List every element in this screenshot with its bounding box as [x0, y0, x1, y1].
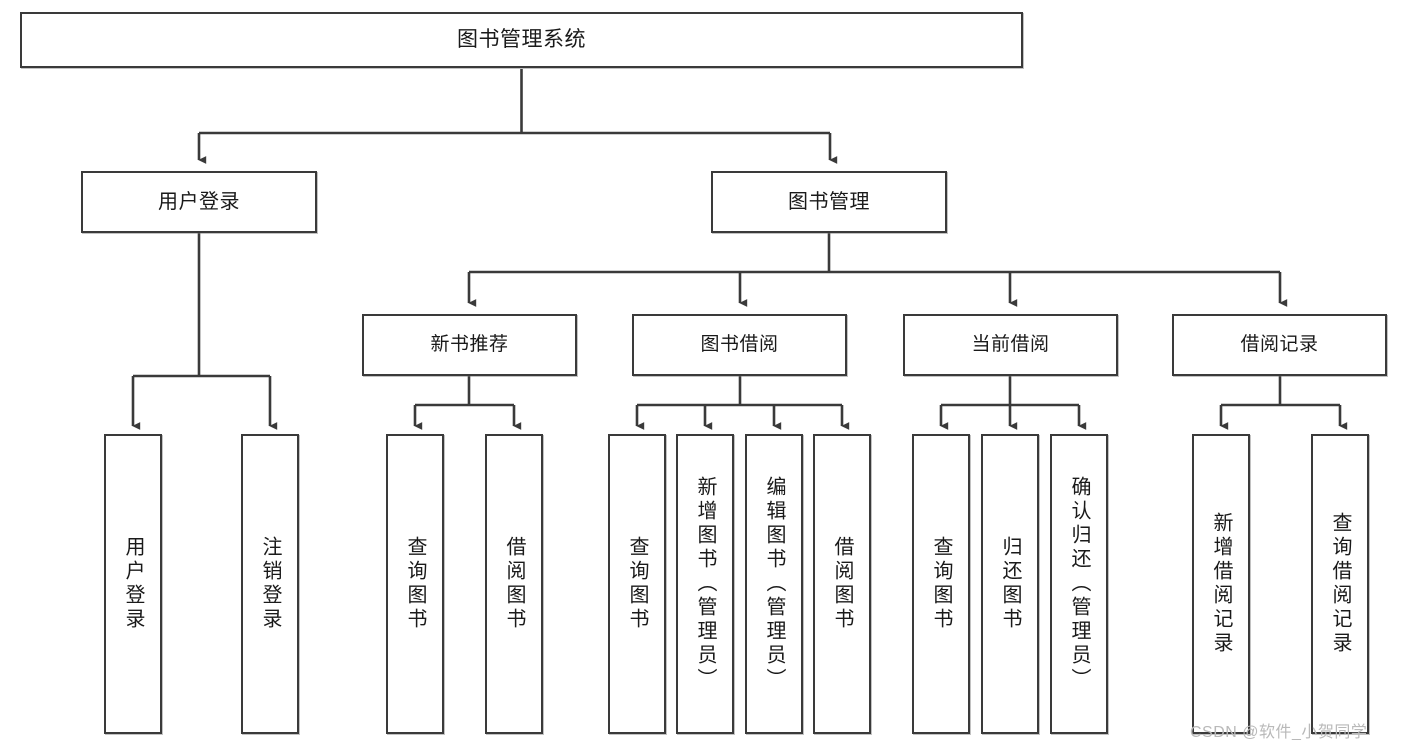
node-label: 查询借阅记录: [1329, 512, 1351, 656]
node-label: 新增借阅记录: [1210, 512, 1232, 656]
node-label: 查询图书: [404, 536, 426, 632]
node-label: 借阅图书: [503, 536, 525, 632]
node-leaf-query-book-borrow[interactable]: 查询图书: [608, 434, 666, 734]
node-leaf-return-book[interactable]: 归还图书: [981, 434, 1039, 734]
node-leaf-query-book-current[interactable]: 查询图书: [912, 434, 970, 734]
csdn-watermark: CSDN @软件_小贺同学: [1190, 724, 1368, 741]
node-book-borrow[interactable]: 图书借阅: [632, 314, 847, 376]
node-leaf-query-book-recommend[interactable]: 查询图书: [386, 434, 444, 734]
node-label: 用户登录: [158, 190, 240, 213]
node-label: 图书管理系统: [457, 28, 586, 52]
node-label: 查询图书: [930, 536, 952, 632]
node-label: 用户登录: [122, 536, 144, 632]
node-leaf-add-book[interactable]: 新增图书（管理员）: [676, 434, 734, 734]
node-label: 当前借阅: [971, 334, 1050, 356]
node-label: 查询图书: [626, 536, 648, 632]
node-label: 图书管理: [788, 190, 870, 213]
node-current-borrow[interactable]: 当前借阅: [903, 314, 1118, 376]
node-label: 借阅记录: [1240, 334, 1319, 356]
node-label: 借阅图书: [831, 536, 853, 632]
node-label: 确认归还（管理员）: [1068, 476, 1090, 692]
node-root-book-management-system[interactable]: 图书管理系统: [20, 12, 1023, 68]
node-leaf-user-logout[interactable]: 注销登录: [241, 434, 299, 734]
node-user-login[interactable]: 用户登录: [81, 171, 317, 233]
node-leaf-query-borrow-record[interactable]: 查询借阅记录: [1311, 434, 1369, 734]
node-leaf-borrow-book[interactable]: 借阅图书: [813, 434, 871, 734]
node-label: 归还图书: [999, 536, 1021, 632]
node-leaf-borrow-book-recommend[interactable]: 借阅图书: [485, 434, 543, 734]
node-label: 编辑图书（管理员）: [763, 476, 785, 692]
node-leaf-user-login[interactable]: 用户登录: [104, 434, 162, 734]
node-label: 新书推荐: [430, 334, 509, 356]
node-new-book-recommend[interactable]: 新书推荐: [362, 314, 577, 376]
node-leaf-confirm-return[interactable]: 确认归还（管理员）: [1050, 434, 1108, 734]
node-label: 注销登录: [259, 536, 281, 632]
node-leaf-add-borrow-record[interactable]: 新增借阅记录: [1192, 434, 1250, 734]
node-leaf-edit-book[interactable]: 编辑图书（管理员）: [745, 434, 803, 734]
node-label: 图书借阅: [700, 334, 779, 356]
node-book-management[interactable]: 图书管理: [711, 171, 947, 233]
node-label: 新增图书（管理员）: [694, 476, 716, 692]
node-borrow-record[interactable]: 借阅记录: [1172, 314, 1387, 376]
